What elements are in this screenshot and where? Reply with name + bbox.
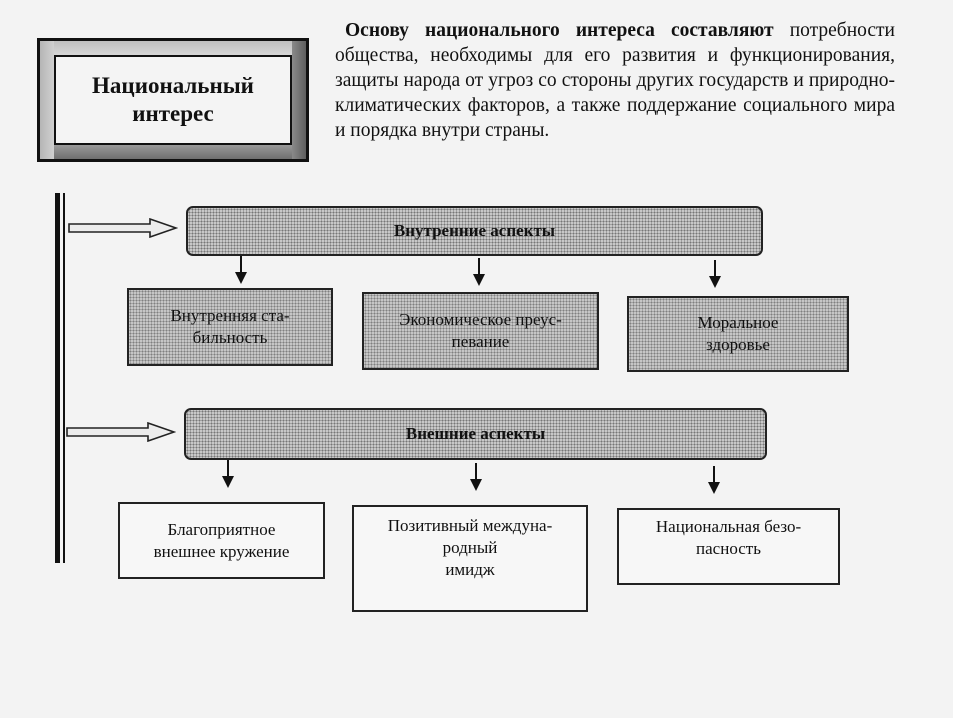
internal-aspects-header: Внутренние аспекты (186, 206, 763, 256)
internal-box-label: Внутренняя ста- бильность (170, 306, 290, 347)
arrow-to-external-icon (66, 422, 176, 442)
external-aspects-header: Внешние аспекты (184, 408, 767, 460)
external-aspects-label: Внешние аспекты (405, 424, 546, 443)
title-inner: Национальный интерес (54, 55, 292, 145)
title-text: Национальный интерес (92, 73, 254, 126)
internal-box-economic: Экономическое преус- певание (362, 292, 599, 370)
intro-bold: Основу национального интереса составляют (345, 20, 774, 41)
arrow-down-icon (470, 463, 482, 491)
intro-paragraph: Основу национального интереса составляют… (335, 18, 895, 143)
frame-bevel-left (40, 41, 54, 159)
external-box-image: Позитивный междуна- родный имидж (352, 505, 588, 612)
title-frame: Национальный интерес (37, 38, 309, 162)
intro-rest: потребности общества, необходимы для его… (335, 20, 895, 141)
vertical-bar (55, 193, 65, 563)
arrow-down-icon (708, 466, 720, 494)
frame-bevel-bottom (40, 145, 306, 159)
internal-box-moral: Моральное здоровье (627, 296, 849, 372)
frame-bevel-top (40, 41, 306, 55)
arrow-down-icon (235, 256, 247, 284)
external-box-label: Национальная безо- пасность (655, 517, 802, 558)
frame-bevel-right (292, 41, 306, 159)
external-box-label: Позитивный междуна- родный имидж (387, 516, 553, 579)
external-box-label: Благоприятное внешнее кружение (153, 519, 290, 561)
arrow-to-internal-icon (68, 218, 178, 238)
arrow-down-icon (473, 258, 485, 286)
arrow-down-icon (222, 460, 234, 488)
external-box-environment: Благоприятное внешнее кружение (118, 502, 325, 579)
external-box-security: Национальная безо- пасность (617, 508, 840, 585)
internal-box-stability: Внутренняя ста- бильность (127, 288, 333, 366)
internal-box-label: Экономическое преус- певание (399, 310, 562, 351)
internal-box-label: Моральное здоровье (697, 313, 779, 354)
arrow-down-icon (709, 260, 721, 288)
internal-aspects-label: Внутренние аспекты (393, 221, 556, 240)
